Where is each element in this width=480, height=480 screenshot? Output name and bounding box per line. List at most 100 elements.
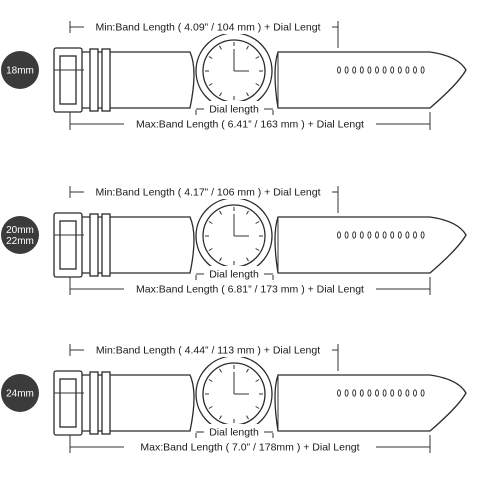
band-hole-icon xyxy=(382,389,387,397)
band-hole-icon xyxy=(413,231,417,239)
hour-mark xyxy=(219,368,222,373)
tail-strap-body xyxy=(274,374,467,432)
keeper-loop xyxy=(89,213,99,277)
watch-dial-icon xyxy=(195,197,279,284)
max-length-dimension: Max:Band Length ( 7.0” / 178mm ) + Dial … xyxy=(69,435,431,454)
buckle-strap xyxy=(53,212,195,278)
band-hole-icon xyxy=(359,389,364,397)
band-hole-icon xyxy=(405,231,410,239)
label-mask xyxy=(124,281,376,296)
min-length-dimension: Min:Band Length ( 4.17” / 106 mm ) + Dia… xyxy=(69,184,339,213)
max-length-label: Max:Band Length ( 7.0” / 178mm ) + Dial … xyxy=(140,442,359,454)
min-length-label: Min:Band Length ( 4.09” / 104 mm ) + Dia… xyxy=(96,22,321,34)
band-hole-icon xyxy=(359,66,364,74)
band-hole-icon xyxy=(337,66,341,74)
band-hole-icon xyxy=(405,66,410,74)
buckle-inner xyxy=(59,220,77,270)
dial-length-dimension: Dial length xyxy=(195,424,274,439)
dial-length-dimension: Dial length xyxy=(195,266,274,281)
keeper-loop xyxy=(89,48,99,112)
buckle-inner xyxy=(59,55,77,105)
hour-mark xyxy=(246,92,249,97)
size-badge: 18mm xyxy=(1,51,39,89)
size-label: 24mm xyxy=(6,389,34,400)
hour-mark xyxy=(255,406,260,409)
tail-strap xyxy=(274,216,467,274)
dial-length-label: Dial length xyxy=(209,104,259,116)
size-badge: 24mm xyxy=(1,374,39,412)
hour-mark xyxy=(246,45,249,50)
hour-mark xyxy=(246,210,249,215)
band-hole-icon xyxy=(344,231,349,239)
size-badge-circle xyxy=(1,216,39,254)
tail-strap-body xyxy=(274,51,467,109)
hour-mark xyxy=(246,257,249,262)
hour-mark xyxy=(208,379,213,382)
band-hole-icon xyxy=(390,231,395,239)
hour-mark xyxy=(208,83,213,86)
hour-mark xyxy=(255,56,260,59)
max-length-dimension: Max:Band Length ( 6.41” / 163 mm ) + Dia… xyxy=(69,112,431,131)
buckle-icon xyxy=(53,370,84,436)
label-mask xyxy=(84,184,332,199)
hour-mark xyxy=(219,210,222,215)
band-hole-icon xyxy=(382,66,387,74)
dial-length-label: Dial length xyxy=(209,427,259,439)
size-row: 24mm Min:Band Length ( 4.44” / 113 mm ) +… xyxy=(1,342,467,454)
band-hole-icon xyxy=(344,66,349,74)
hour-mark xyxy=(219,45,222,50)
band-hole-icon xyxy=(382,231,387,239)
hour-mark xyxy=(255,248,260,251)
size-label: 18mm xyxy=(6,66,34,77)
band-hole-icon xyxy=(413,389,417,397)
hour-mark xyxy=(255,221,260,224)
max-length-label: Max:Band Length ( 6.41” / 163 mm ) + Dia… xyxy=(136,119,364,131)
band-hole-icon xyxy=(420,66,425,74)
tail-strap xyxy=(274,51,467,109)
hour-mark xyxy=(208,248,213,251)
keeper-loop xyxy=(101,48,111,112)
hour-mark xyxy=(246,368,249,373)
buckle-strap-body xyxy=(69,374,195,432)
hour-mark xyxy=(219,92,222,97)
band-hole-icon xyxy=(397,66,402,74)
dial-length-dimension: Dial length xyxy=(195,101,274,116)
keeper-loop xyxy=(101,213,111,277)
band-hole-icon xyxy=(375,231,379,239)
band-hole-icon xyxy=(337,389,341,397)
max-length-dimension: Max:Band Length ( 6.81” / 173 mm ) + Dia… xyxy=(69,277,431,296)
band-hole-icon xyxy=(352,66,357,74)
label-mask xyxy=(204,424,264,439)
keeper-loop xyxy=(89,371,99,435)
band-hole-icon xyxy=(375,389,379,397)
band-hole-icon xyxy=(352,231,357,239)
size-badge-circle xyxy=(1,374,39,412)
hour-mark xyxy=(246,415,249,420)
band-hole-icon xyxy=(352,389,357,397)
buckle-inner xyxy=(59,378,77,428)
size-row: 18mm Min:Band Length ( 4.09” / 104 mm ) +… xyxy=(1,19,467,131)
keeper-loop xyxy=(101,371,111,435)
band-hole-icon xyxy=(367,389,372,397)
size-label: 22mm xyxy=(6,236,34,247)
band-hole-icon xyxy=(344,389,349,397)
buckle-strap xyxy=(53,47,195,113)
tail-strap xyxy=(274,374,467,432)
buckle-strap-body xyxy=(69,216,195,274)
tail-strap-body xyxy=(274,216,467,274)
hour-mark xyxy=(208,221,213,224)
band-hole-icon xyxy=(375,66,379,74)
band-hole-icon xyxy=(405,389,410,397)
min-length-label: Min:Band Length ( 4.44” / 113 mm ) + Dia… xyxy=(96,345,320,357)
band-hole-icon xyxy=(397,231,402,239)
min-length-dimension: Min:Band Length ( 4.09” / 104 mm ) + Dia… xyxy=(69,19,339,48)
label-mask xyxy=(204,101,264,116)
band-hole-icon xyxy=(413,66,417,74)
band-hole-icon xyxy=(367,231,372,239)
size-label: 20mm xyxy=(6,225,34,236)
buckle-strap xyxy=(53,370,195,436)
dial-length-label: Dial length xyxy=(209,269,259,281)
